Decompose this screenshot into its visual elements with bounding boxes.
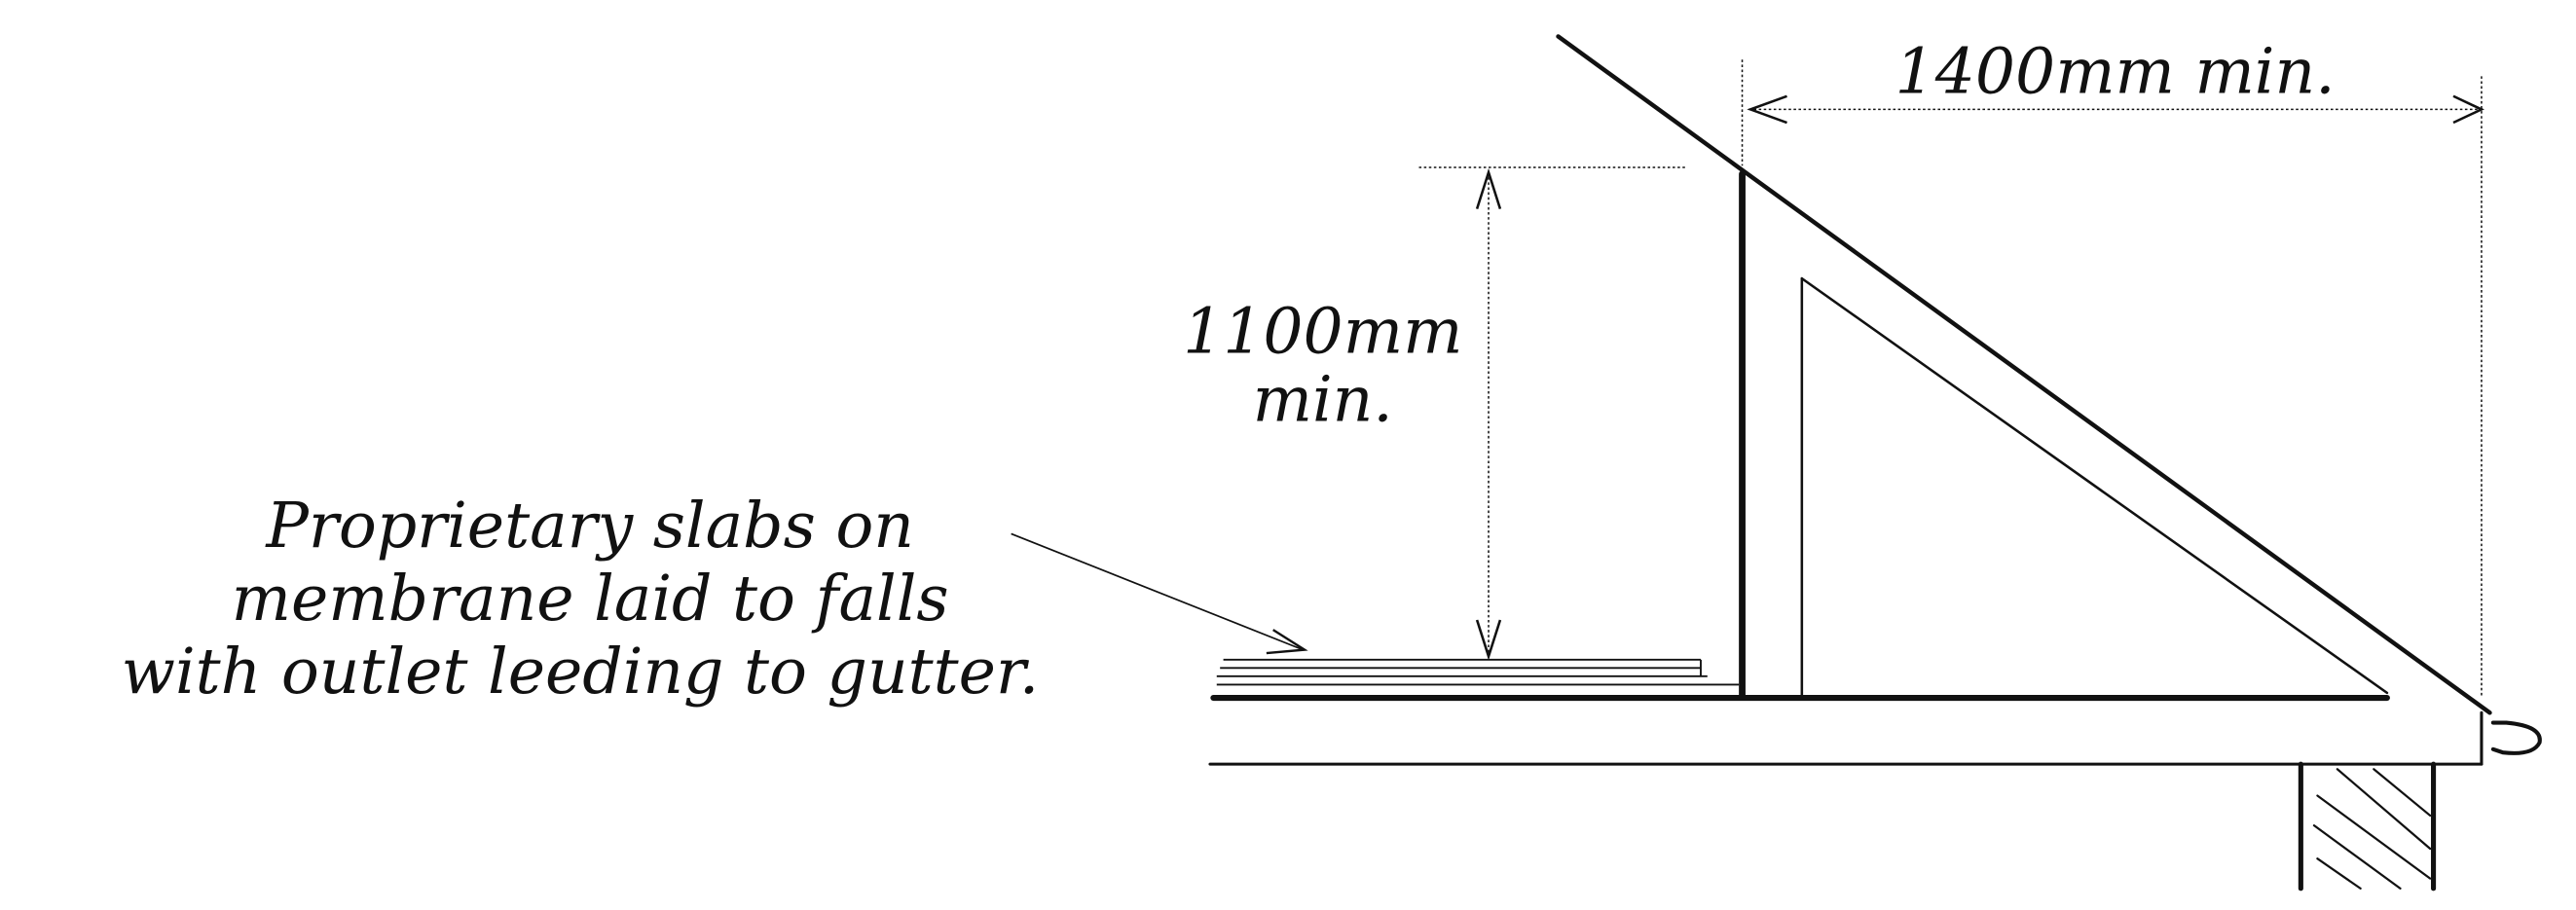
height-dim-arrow-top (1475, 167, 1502, 209)
height-dim-arrow-bottom (1475, 619, 1502, 661)
paving-slabs (1216, 658, 1740, 686)
width-dim-arrow-left (1747, 94, 1787, 125)
height-dimension-label-line2: min. (1253, 364, 1393, 437)
width-dimension-label: 1400mm min. (1895, 35, 2336, 108)
width-dimension (1741, 59, 2484, 697)
height-dimension (1418, 166, 1688, 661)
width-dim-arrow-right (2452, 94, 2484, 125)
height-dimension-label-line1: 1100mm (1183, 296, 1462, 369)
annotation-line-2: membrane laid to falls (232, 563, 949, 636)
leader-arrow (1266, 629, 1308, 655)
annotation-leader (1011, 532, 1308, 655)
gutter (2490, 720, 2542, 755)
annotation-line-1: Proprietary slabs on (265, 490, 914, 563)
structure (1208, 34, 2542, 892)
leader-line (1011, 532, 1304, 651)
annotation-line-3: with outlet leeding to gutter. (122, 636, 1040, 709)
wall-hatching (2312, 768, 2432, 890)
roof-pitch-line (1556, 34, 2492, 715)
triangle-inner-slope (1800, 276, 2389, 695)
